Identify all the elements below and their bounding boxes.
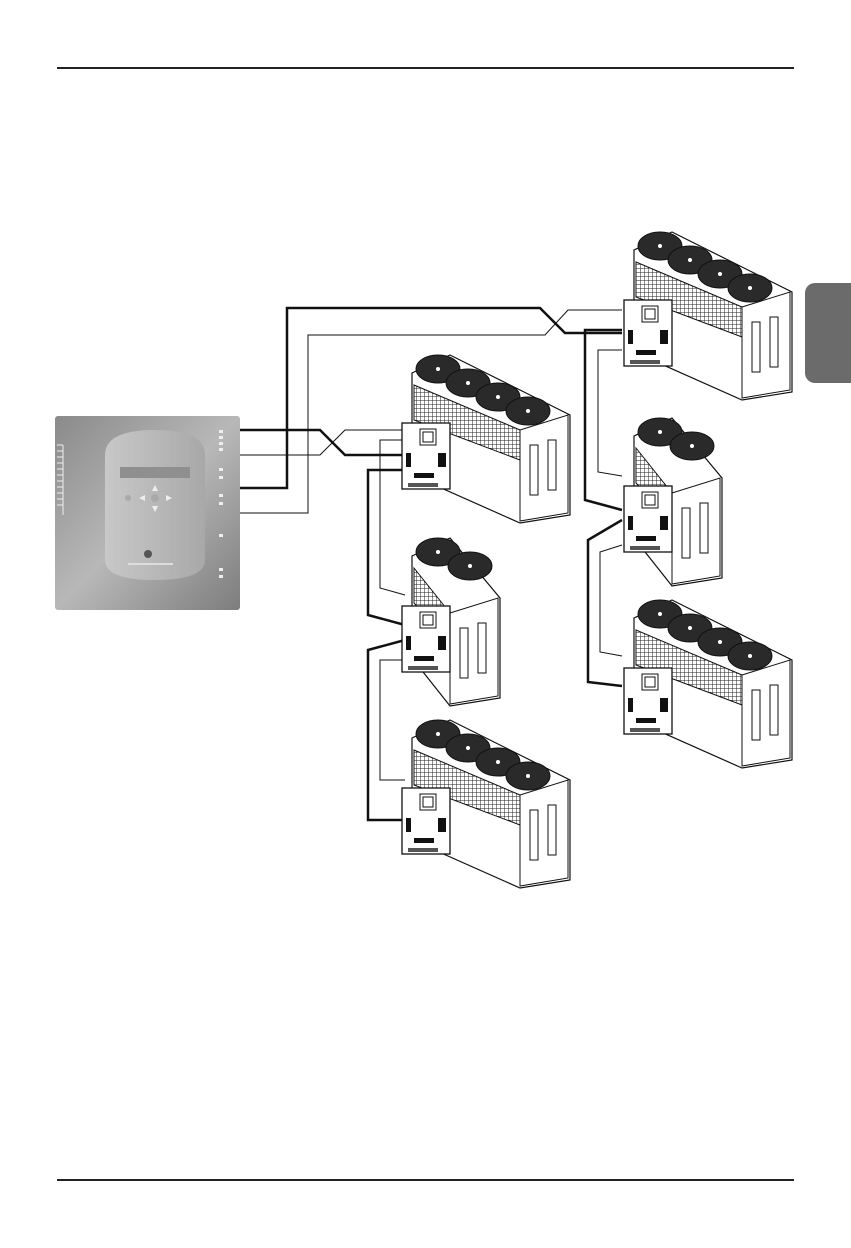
wire-4 (366, 468, 406, 627)
interface-pcb (401, 422, 451, 490)
communication-wires (240, 306, 623, 822)
left-arrow-icon[interactable] (139, 495, 145, 501)
brand-mark (128, 563, 173, 565)
wire-8 (583, 328, 623, 512)
wire-3 (240, 429, 405, 456)
terminal-strip-left (57, 444, 64, 515)
section-tab (805, 283, 851, 383)
outdoor-unit (401, 354, 571, 524)
header-rule (57, 67, 794, 69)
menu-button[interactable] (125, 495, 131, 501)
terminal-strip-right (219, 430, 223, 578)
interface-pcb (623, 667, 673, 735)
controller-keypad (125, 485, 172, 512)
wire-7 (379, 659, 405, 781)
interface-pcb (623, 299, 673, 367)
up-arrow-icon[interactable] (152, 485, 158, 491)
wire-0 (240, 306, 622, 490)
wire-11 (599, 544, 623, 657)
wire-9 (597, 349, 623, 477)
outdoor-unit (401, 537, 501, 707)
footer-rule (57, 1179, 794, 1181)
down-arrow-icon[interactable] (152, 506, 158, 512)
wire-5 (379, 439, 406, 596)
controller-display (120, 467, 190, 478)
outdoor-unit (623, 599, 793, 769)
outdoor-unit (623, 231, 793, 401)
interface-pcb (623, 485, 673, 553)
right-arrow-icon[interactable] (166, 495, 172, 501)
ok-button[interactable] (151, 494, 159, 502)
logo-icon (144, 550, 152, 558)
controller-body (105, 430, 205, 580)
interface-pcb (401, 605, 451, 673)
wire-10 (586, 518, 623, 688)
outdoor-unit (623, 417, 723, 587)
interface-pcb (401, 787, 451, 855)
outdoor-unit (401, 719, 571, 889)
central-controller (55, 416, 240, 610)
wire-6 (366, 638, 406, 822)
wire-1 (240, 309, 622, 514)
